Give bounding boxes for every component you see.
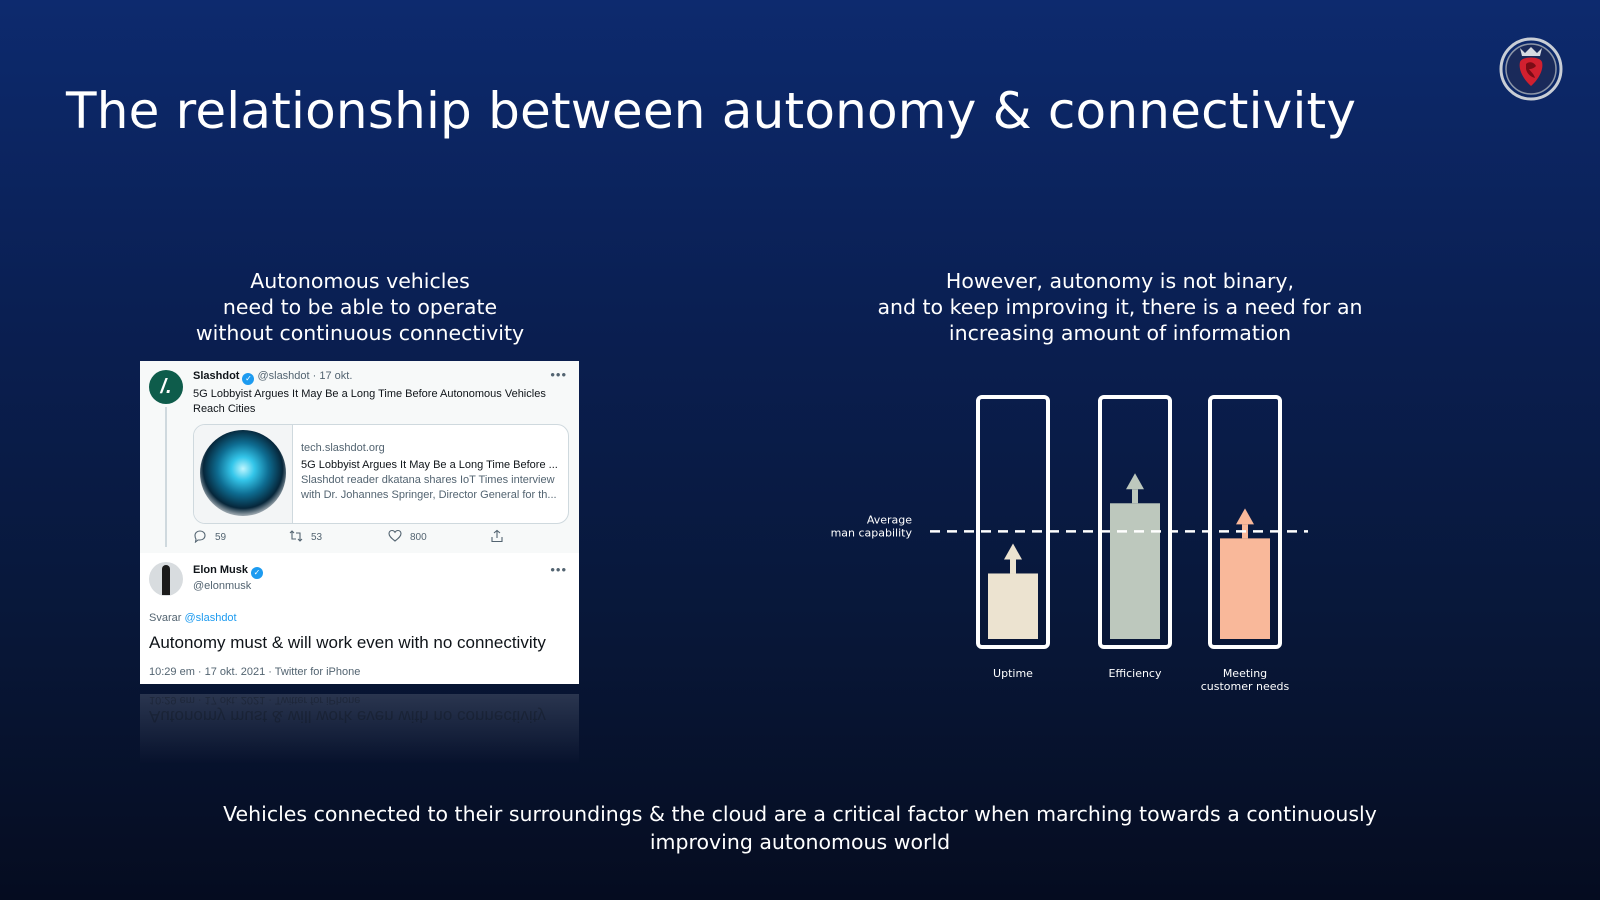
link-domain: tech.slashdot.org — [301, 442, 385, 454]
left-column-heading: Autonomous vehicles need to be able to o… — [150, 268, 570, 346]
bar-arrow-shaft — [1010, 559, 1016, 574]
reply-tweet-text: Autonomy must & will work even with no c… — [149, 633, 546, 652]
category-label: Uptime — [993, 667, 1033, 680]
link-description: Slashdot reader dkatana shares IoT Times… — [301, 474, 555, 486]
thread-line — [165, 407, 167, 547]
reply-author: Elon Musk✓ — [193, 564, 266, 579]
verified-badge-icon: ✓ — [242, 373, 255, 385]
share-button[interactable] — [490, 529, 512, 543]
ellipsis-icon[interactable]: ••• — [550, 367, 567, 382]
ellipsis-icon[interactable]: ••• — [550, 562, 567, 577]
bar-arrow-shaft — [1132, 489, 1138, 504]
left-heading-line: Autonomous vehicles — [250, 269, 470, 293]
bar-container — [976, 395, 1050, 649]
retweet-icon — [289, 530, 303, 542]
scania-griffin-logo — [1499, 37, 1563, 101]
category-label: customer needs — [1201, 680, 1290, 693]
elon-musk-avatar[interactable] — [149, 562, 183, 596]
like-button[interactable]: 800 — [388, 529, 427, 543]
reflection-text: Autonomy must & will work even with no c… — [149, 707, 546, 726]
retweet-count: 53 — [311, 532, 323, 543]
reference-line-label: Average — [867, 513, 912, 526]
bar-arrow-head — [1004, 543, 1022, 560]
heart-icon — [388, 529, 402, 542]
tweet-screenshot: /. Slashdot✓@slashdot · 17 okt. ••• 5G L… — [140, 361, 579, 684]
tweet-reflection: Autonomy must & will work even with no c… — [140, 694, 579, 764]
left-heading-line: need to be able to operate — [222, 295, 498, 319]
link-title: 5G Lobbyist Argues It May Be a Long Time… — [301, 459, 558, 471]
right-heading-line: increasing amount of information — [948, 321, 1292, 345]
like-count: 800 — [410, 532, 427, 543]
right-heading-line: However, autonomy is not binary, — [945, 269, 1295, 293]
handle[interactable]: @slashdot — [257, 370, 310, 382]
reply-button[interactable]: 59 — [193, 529, 227, 544]
original-tweet: /. Slashdot✓@slashdot · 17 okt. ••• 5G L… — [140, 361, 579, 553]
right-column-heading: However, autonomy is not binary, and to … — [860, 268, 1380, 346]
reply-prefix: Svarar — [149, 612, 182, 624]
category-label: Efficiency — [1109, 667, 1162, 680]
bar-container — [1208, 395, 1282, 649]
tweet-actions: 59 53 800 — [193, 529, 513, 545]
bar-container — [1098, 395, 1172, 649]
share-icon — [491, 529, 503, 543]
link-description: with Dr. Johannes Springer, Director Gen… — [301, 489, 557, 501]
reply-icon — [194, 530, 206, 544]
category-label: Meeting — [1223, 667, 1267, 680]
bar-arrow-head — [1126, 473, 1144, 490]
verified-badge-icon: ✓ — [251, 567, 264, 579]
footer-statement: Vehicles connected to their surroundings… — [150, 800, 1450, 856]
reply-to-link[interactable]: @slashdot — [184, 612, 237, 624]
link-preview-image — [194, 425, 293, 523]
retweet-button[interactable]: 53 — [289, 529, 322, 543]
right-heading-line: and to keep improving it, there is a nee… — [877, 295, 1363, 319]
tweet-header: Slashdot✓@slashdot · 17 okt. — [193, 370, 352, 385]
reference-line-label: human capability — [830, 526, 912, 539]
display-name[interactable]: Elon Musk — [193, 564, 249, 576]
left-heading-line: without continuous connectivity — [195, 321, 525, 345]
bar — [1110, 503, 1160, 639]
tweet-date[interactable]: · 17 okt. — [312, 370, 353, 382]
bar-arrow-head — [1236, 508, 1254, 525]
footer-line: Vehicles connected to their surroundings… — [223, 802, 1377, 826]
replying-to: Svarar @slashdot — [149, 612, 237, 624]
tweet-text: 5G Lobbyist Argues It May Be a Long Time… — [193, 388, 546, 415]
bar — [988, 573, 1038, 639]
handle[interactable]: @elonmusk — [193, 580, 252, 592]
reply-count: 59 — [215, 532, 227, 543]
slashdot-avatar[interactable]: /. — [149, 370, 183, 404]
display-name[interactable]: Slashdot — [193, 370, 240, 382]
footer-line: improving autonomous world — [649, 830, 951, 854]
reflection-meta: 10:29 em · 17 okt. 2021 · Twitter for iP… — [149, 694, 361, 706]
tweet-meta[interactable]: 10:29 em · 17 okt. 2021 · Twitter for iP… — [149, 666, 361, 678]
link-preview-card[interactable]: tech.slashdot.org 5G Lobbyist Argues It … — [193, 424, 569, 524]
slide-title: The relationship between autonomy & conn… — [66, 82, 1357, 140]
bar — [1220, 538, 1270, 639]
